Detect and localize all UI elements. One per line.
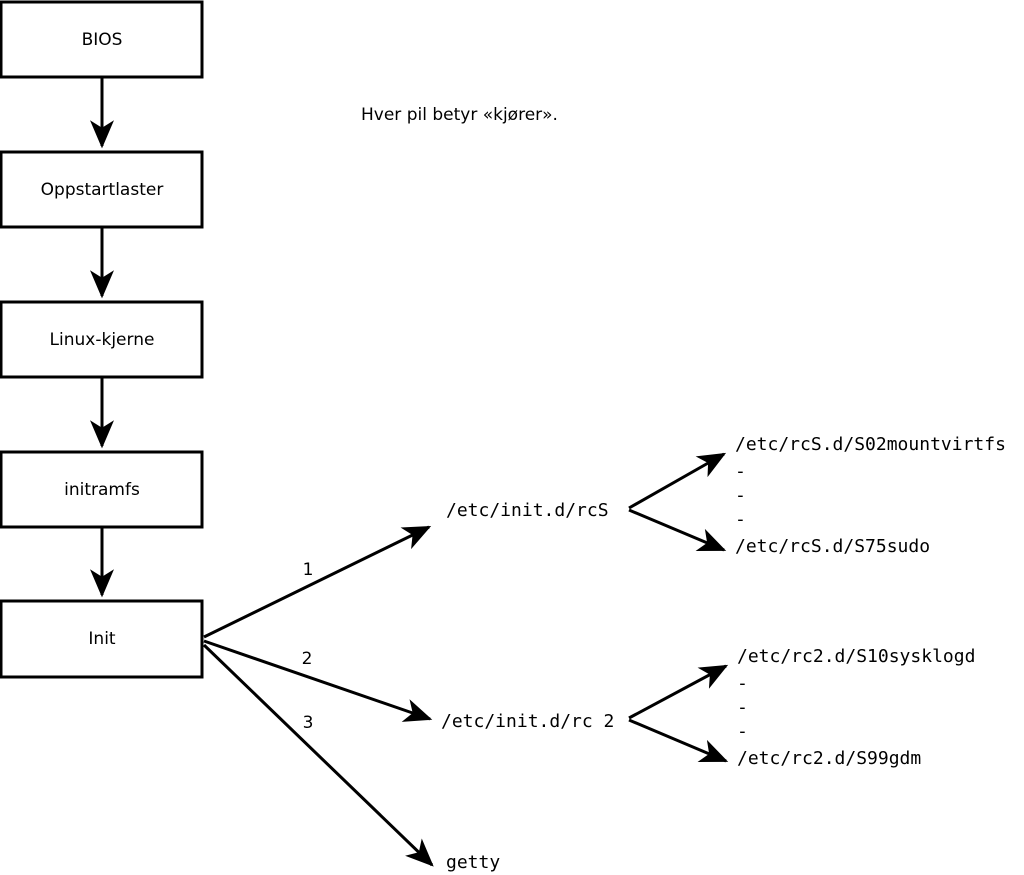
arrow-init-to-rcs [203,525,432,639]
box-init-rect [0,599,204,679]
label-rcs-ellipsis-1: - [735,461,746,482]
box-initramfs: initramfs [0,450,204,529]
label-rc2-ellipsis-1: - [737,673,748,694]
box-initramfs-rect [0,450,204,529]
caption-label: Hver pil betyr «kjører». [361,105,558,125]
edge-number-2: 2 [302,649,313,669]
box-linux-kjerne-label: Linux-kjerne [50,330,155,350]
box-linux-kjerne: Linux-kjerne [0,300,204,379]
arrow-rcs-to-last-script [628,508,727,552]
box-bios: BIOS [0,0,204,79]
label-rcs-ellipsis-2: - [735,485,746,506]
label-getty: getty [446,852,500,873]
box-bios-label: BIOS [82,30,123,50]
arrow-init-to-getty [202,643,434,867]
rcs-fanout-group: /etc/rcS.d/S02mountvirtfs - - - /etc/rcS… [628,434,1006,557]
label-rc2-ellipsis-2: - [737,697,748,718]
box-init-label: Init [88,629,116,649]
label-rcs-script-last: /etc/rcS.d/S75sudo [735,536,930,557]
box-bios-rect [0,0,204,79]
box-oppstartlaster-label: Oppstartlaster [41,180,164,200]
edge-number-3: 3 [303,713,314,733]
label-rc2-ellipsis-3: - [737,721,748,742]
box-oppstartlaster-rect [0,150,204,229]
label-rc2-script-last: /etc/rc2.d/S99gdm [737,748,921,769]
rc2-fanout-group: /etc/rc2.d/S10sysklogd - - - /etc/rc2.d/… [628,646,975,769]
box-initramfs-label: initramfs [64,480,140,500]
label-etc-init-d-rc2: /etc/init.d/rc 2 [441,711,614,732]
arrow-rc2-to-first-script [628,664,729,720]
edge-number-1: 1 [303,560,314,580]
init-branch-group: 1 2 3 /etc/init.d/rcS /etc/init.d/rc 2 g… [202,500,614,873]
label-rcs-script-first: /etc/rcS.d/S02mountvirtfs [735,434,1006,455]
label-rcs-ellipsis-3: - [735,509,746,530]
label-etc-init-d-rcs: /etc/init.d/rcS [446,500,609,521]
arrow-rc2-to-last-script [628,718,729,763]
arrow-rcs-to-first-script [628,452,727,510]
boot-chain-group: BIOS Oppstartlaster Linux-kjerne initram… [0,0,204,679]
label-rc2-script-first: /etc/rc2.d/S10sysklogd [737,646,975,667]
box-init: Init [0,599,204,679]
box-oppstartlaster: Oppstartlaster [0,150,204,229]
arrow-init-to-rc2 [203,639,433,722]
